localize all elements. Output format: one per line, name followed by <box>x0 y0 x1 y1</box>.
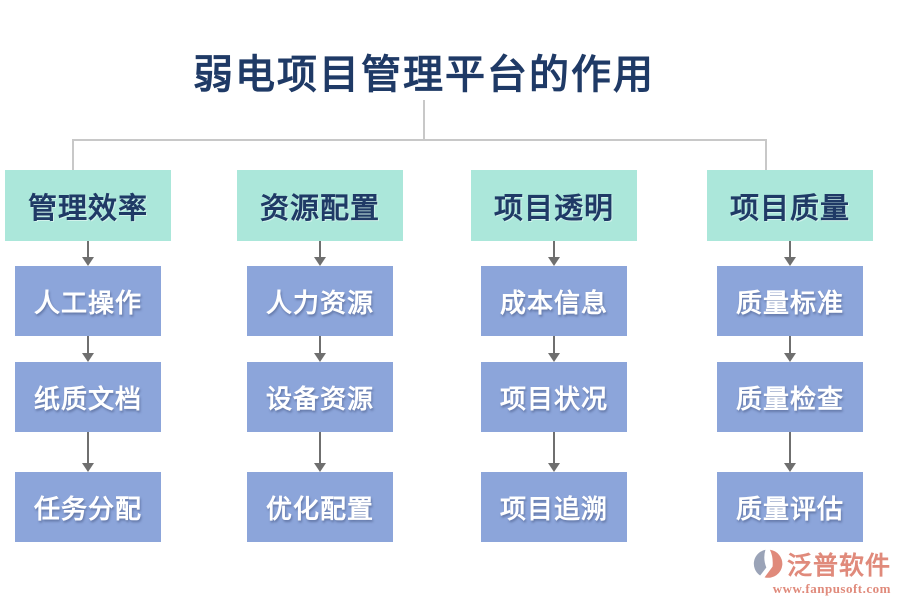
column-header: 项目质量 <box>707 170 873 241</box>
flow-item: 项目追溯 <box>481 472 627 542</box>
arrow-down-icon <box>784 432 796 472</box>
flow-item: 项目状况 <box>481 362 627 432</box>
flow-item: 纸质文档 <box>15 362 161 432</box>
arrow-down-icon <box>784 241 796 266</box>
connector-drop-left <box>72 139 74 171</box>
column-project-transparency: 项目透明 成本信息 项目状况 项目追溯 <box>471 170 637 542</box>
flow-item: 设备资源 <box>247 362 393 432</box>
arrow-down-icon <box>82 432 94 472</box>
column-project-quality: 项目质量 质量标准 质量检查 质量评估 <box>707 170 873 542</box>
connector-drop-right <box>765 139 767 171</box>
brand-name: 泛普软件 <box>786 553 891 580</box>
arrow-down-icon <box>314 336 326 362</box>
flow-item: 质量标准 <box>717 266 863 336</box>
flow-item: 任务分配 <box>15 472 161 542</box>
arrow-down-icon <box>784 336 796 362</box>
arrow-down-icon <box>82 241 94 266</box>
column-header: 管理效率 <box>5 170 171 241</box>
column-header: 资源配置 <box>237 170 403 241</box>
brand-logo: 泛普软件 www.fanpusoft.com <box>751 548 891 597</box>
flow-item: 质量检查 <box>717 362 863 432</box>
flow-item: 优化配置 <box>247 472 393 542</box>
connector-stem <box>423 100 425 140</box>
flow-item: 人力资源 <box>247 266 393 336</box>
flow-item: 质量评估 <box>717 472 863 542</box>
brand-url: www.fanpusoft.com <box>772 581 891 596</box>
arrow-down-icon <box>548 336 560 362</box>
flow-item: 人工操作 <box>15 266 161 336</box>
column-resource-allocation: 资源配置 人力资源 设备资源 优化配置 <box>237 170 403 542</box>
fanpu-logo-icon <box>753 549 783 578</box>
flow-item: 成本信息 <box>481 266 627 336</box>
column-header: 项目透明 <box>471 170 637 241</box>
column-management-efficiency: 管理效率 人工操作 纸质文档 任务分配 <box>5 170 171 542</box>
arrow-down-icon <box>548 432 560 472</box>
arrow-down-icon <box>314 432 326 472</box>
arrow-down-icon <box>548 241 560 266</box>
connector-horizontal-line <box>72 139 767 141</box>
page-title: 弱电项目管理平台的作用 <box>193 52 655 97</box>
arrow-down-icon <box>314 241 326 266</box>
arrow-down-icon <box>82 336 94 362</box>
